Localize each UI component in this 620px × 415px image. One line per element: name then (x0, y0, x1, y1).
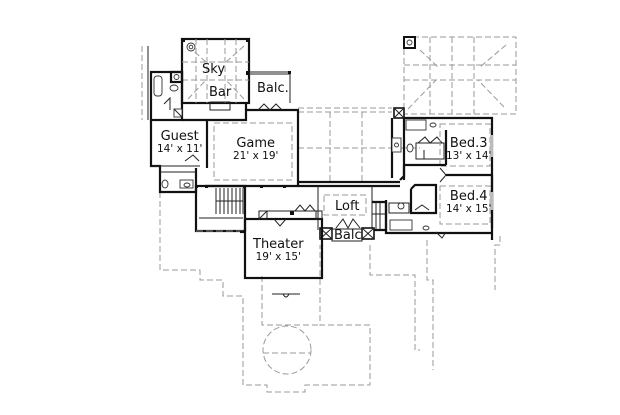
room-name: Game (236, 136, 276, 151)
room-dimensions: 19' x 15' (255, 251, 301, 263)
room-label-sky: Sky (202, 63, 225, 76)
room-dimensions: 14' x 11' (157, 143, 203, 155)
room-label-bar: Bar (209, 86, 231, 99)
hall-walls (298, 107, 405, 184)
room-name: Balc (334, 228, 362, 243)
room-name: Loft (335, 199, 360, 214)
top-balcony (244, 71, 291, 110)
stair-hall (194, 184, 247, 233)
site-lines-left (141, 46, 149, 120)
room-dimensions: 13' x 14' (446, 150, 492, 162)
room-label-guest: Guest 14' x 11' (157, 130, 202, 155)
game-room (205, 103, 400, 188)
room-label-bed4: Bed.4 14' x 15' (446, 190, 491, 215)
room-name: Theater (253, 237, 304, 252)
room-name: Sky (202, 62, 226, 77)
room-name: Bed.4 (449, 189, 488, 204)
bed4-room (384, 173, 494, 240)
room-label-loft: Loft (335, 200, 359, 213)
theater-room (240, 204, 324, 280)
loft-room (317, 186, 388, 232)
middle-balcony (319, 218, 375, 242)
room-label-game: Game 21' x 19' (233, 137, 278, 162)
lower-roof-outline (159, 192, 501, 393)
room-label-balcony-top: Balc. (257, 82, 289, 95)
guest-room (149, 118, 209, 194)
room-label-bed3: Bed.3 13' x 14' (446, 137, 491, 162)
room-label-balcony-mid: Balc (334, 229, 362, 242)
guest-bath-upper (149, 70, 184, 122)
room-name: Bed.3 (449, 136, 488, 151)
room-name: Guest (160, 129, 199, 144)
room-name: Bar (209, 85, 232, 100)
open-to-below (298, 107, 420, 182)
hip-roof-top-right (403, 36, 517, 115)
room-name: Balc. (257, 81, 289, 96)
room-dimensions: 14' x 15' (446, 203, 492, 215)
room-label-theater: Theater 19' x 15' (253, 238, 304, 263)
room-dimensions: 21' x 19' (233, 150, 279, 162)
